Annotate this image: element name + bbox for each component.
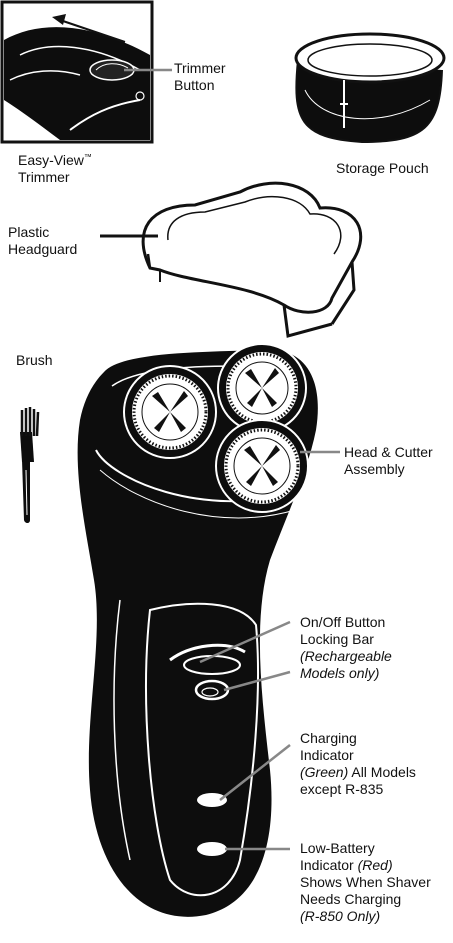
label-line: Button: [174, 77, 226, 94]
label-brush: Brush: [16, 352, 53, 369]
label-line: Shows When Shaver: [300, 874, 431, 891]
label-line: On/Off Button: [300, 614, 392, 631]
label-text: (Green): [300, 764, 348, 780]
label-line: Plastic: [8, 224, 77, 241]
label-line: Needs Charging: [300, 891, 431, 908]
label-line: Indicator: [300, 747, 416, 764]
label-charging-indicator: Charging Indicator (Green) All Models ex…: [300, 730, 416, 798]
label-line: Indicator (Red): [300, 857, 431, 874]
brush-illustration: [20, 407, 38, 523]
label-line: Easy-View™: [18, 152, 92, 169]
label-text: Models only): [300, 665, 379, 681]
label-onoff-locking-bar: On/Off Button Locking Bar (Rechargeable …: [300, 614, 392, 682]
cutter-head-left: [124, 366, 216, 458]
label-line: Trimmer: [18, 169, 92, 186]
shaver-illustration: [78, 344, 318, 917]
label-line: Headguard: [8, 241, 77, 258]
label-line: (Green) All Models: [300, 764, 416, 781]
label-line: Head & Cutter: [344, 444, 433, 461]
label-line: (Rechargeable: [300, 648, 392, 665]
label-trimmer-button: Trimmer Button: [174, 60, 226, 94]
label-line: Assembly: [344, 461, 433, 478]
label-line: (R-850 Only): [300, 908, 431, 925]
headguard-illustration: [100, 183, 361, 336]
label-text: (R-850 Only): [300, 908, 380, 924]
storage-pouch-illustration: [296, 34, 444, 142]
label-head-cutter-assembly: Head & Cutter Assembly: [344, 444, 433, 478]
label-line: Locking Bar: [300, 631, 392, 648]
cutter-head-right: [218, 344, 306, 432]
label-line: Charging: [300, 730, 416, 747]
label-text: (Red): [358, 857, 393, 873]
label-text: Indicator: [300, 857, 358, 873]
label-plastic-headguard: Plastic Headguard: [8, 224, 77, 258]
label-text: Easy-View: [18, 152, 84, 168]
label-line: Storage Pouch: [336, 160, 429, 177]
label-line: Trimmer: [174, 60, 226, 77]
label-easy-view-trimmer: Easy-View™ Trimmer: [18, 152, 92, 186]
cutter-head-bottom: [216, 420, 308, 512]
label-line: Models only): [300, 665, 392, 682]
label-storage-pouch: Storage Pouch: [336, 160, 429, 177]
label-line: Brush: [16, 352, 53, 369]
trimmer-inset: [2, 2, 172, 142]
label-text: (Rechargeable: [300, 648, 392, 664]
label-low-battery-indicator: Low-Battery Indicator (Red) Shows When S…: [300, 840, 431, 925]
label-line: except R-835: [300, 781, 416, 798]
label-line: Low-Battery: [300, 840, 431, 857]
label-text: All Models: [348, 764, 416, 780]
trademark-mark: ™: [84, 152, 92, 161]
